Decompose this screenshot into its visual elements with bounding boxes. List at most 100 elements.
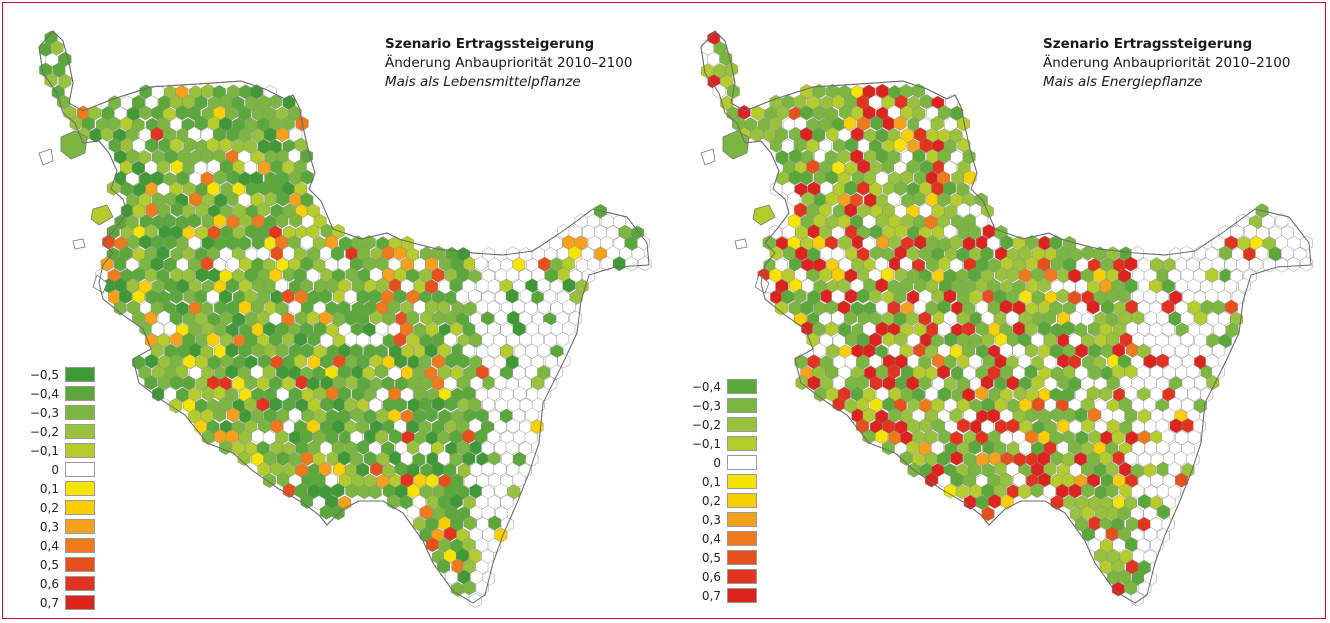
district-cell — [724, 61, 738, 77]
district-cell — [856, 180, 870, 196]
district-cell — [869, 397, 883, 413]
legend-item: 0,3 — [29, 517, 95, 536]
district-cell — [275, 321, 289, 337]
legend-item: 0,1 — [29, 479, 95, 498]
legend-item: 0,6 — [691, 567, 757, 586]
district-cell — [419, 484, 433, 500]
legend-item: 0 — [29, 460, 95, 479]
district-cell — [251, 277, 265, 293]
district-cell — [1193, 398, 1207, 414]
district-cell — [425, 537, 439, 553]
district-cell — [912, 191, 926, 207]
district-cell — [462, 580, 476, 596]
district-cell — [493, 419, 507, 435]
district-cell — [318, 461, 332, 477]
district-cell — [1000, 494, 1014, 510]
legend-swatch — [65, 576, 95, 591]
district-cell — [813, 342, 827, 358]
district-cell — [138, 279, 152, 295]
legend-item: −0,2 — [691, 415, 757, 434]
district-cell — [356, 310, 370, 326]
district-cell — [868, 288, 882, 304]
choropleth-map-left — [38, 30, 652, 608]
district-cell — [801, 278, 815, 294]
district-cell — [1187, 300, 1201, 315]
district-cell — [356, 439, 370, 455]
district-cell — [1088, 407, 1102, 423]
district-cell — [774, 300, 788, 316]
district-cell — [1236, 257, 1250, 273]
district-cell — [988, 493, 1002, 509]
district-cell — [937, 451, 951, 467]
district-cell — [862, 407, 876, 423]
district-cell — [250, 149, 264, 165]
district-cell — [1225, 322, 1239, 338]
district-cell — [456, 353, 470, 369]
district-cell — [163, 386, 177, 402]
district-cell — [1005, 310, 1019, 326]
district-cell — [844, 310, 858, 326]
district-cell — [925, 235, 939, 251]
district-cell — [449, 277, 463, 293]
district-cell — [1101, 300, 1114, 315]
district-cell — [238, 106, 252, 122]
district-cell — [1156, 440, 1170, 455]
district-cell — [388, 429, 402, 445]
district-cell — [226, 169, 240, 185]
district-cell — [1025, 256, 1039, 272]
district-cell — [845, 246, 859, 261]
district-cell — [1175, 472, 1189, 488]
district-cell — [505, 267, 519, 283]
district-cell — [424, 279, 438, 295]
district-cell — [793, 288, 807, 304]
district-cell — [900, 278, 914, 294]
district-cell — [406, 439, 420, 455]
legend-swatch — [65, 443, 95, 458]
district-cell — [981, 506, 995, 522]
legend-swatch — [65, 519, 95, 534]
district-cell — [437, 558, 451, 574]
legend-item: 0,1 — [691, 472, 757, 491]
district-cell — [431, 267, 445, 283]
district-cell — [163, 234, 177, 250]
island-outline — [722, 130, 750, 160]
district-cell — [138, 105, 152, 121]
district-cell — [207, 267, 221, 283]
district-cell — [899, 450, 913, 466]
district-cell — [919, 418, 933, 434]
district-cell — [343, 397, 357, 413]
legend-swatch — [65, 557, 95, 572]
district-cell — [1037, 277, 1051, 293]
district-cell — [238, 429, 252, 445]
legend-label: −0,5 — [29, 367, 59, 382]
district-cell — [245, 224, 259, 239]
district-cell — [456, 267, 470, 282]
district-cell — [1006, 375, 1020, 391]
district-cell — [894, 223, 908, 239]
district-cell — [826, 343, 840, 359]
district-cell — [951, 278, 965, 294]
district-cell — [324, 473, 338, 488]
district-cell — [425, 322, 439, 338]
district-cell — [919, 138, 933, 153]
district-cell — [862, 214, 876, 230]
district-cell — [475, 408, 489, 424]
district-cell — [506, 418, 520, 434]
district-cell — [512, 472, 526, 488]
district-cell — [219, 203, 233, 219]
district-cell — [1024, 343, 1038, 358]
district-cell — [1149, 386, 1163, 402]
district-cell — [145, 289, 159, 305]
district-cell — [288, 386, 302, 402]
district-cell — [126, 277, 140, 293]
district-cell — [1261, 214, 1275, 230]
district-cell — [393, 397, 407, 413]
district-cell — [276, 191, 290, 207]
district-cell — [1019, 289, 1033, 305]
district-cell — [549, 364, 563, 380]
legend-label: 0,1 — [701, 474, 721, 489]
district-cell — [375, 429, 389, 445]
district-cell — [406, 289, 420, 305]
district-cell — [463, 515, 477, 531]
district-cell — [950, 472, 964, 488]
